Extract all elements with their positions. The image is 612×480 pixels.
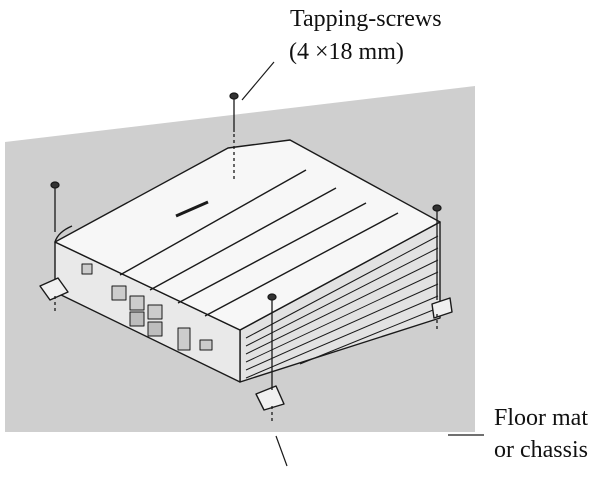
screws — [50, 92, 442, 422]
top-ridge — [149, 187, 337, 291]
floor-label-line1: Floor mat — [494, 405, 588, 431]
tapping-screw-icon — [432, 204, 442, 332]
floor-leader-line-lower — [275, 435, 288, 467]
rca-connector-icon — [129, 295, 145, 311]
rca-connector-icon — [147, 304, 163, 320]
rca-connector-icon — [111, 285, 127, 301]
amplifier-top — [54, 139, 441, 331]
logo-slot — [175, 200, 209, 218]
top-ridge — [119, 169, 307, 276]
rca-connector-icon — [199, 339, 213, 351]
mounting-foot-front — [255, 385, 285, 411]
screws-label-line2: (4 ×18 mm) — [289, 39, 404, 65]
rca-connector-icon — [147, 321, 163, 337]
amplifier — [39, 139, 453, 411]
floor-label-line2: or chassis — [494, 437, 588, 463]
tapping-screw-icon — [229, 92, 239, 182]
rca-connector-icon — [177, 327, 191, 351]
top-ridge — [177, 202, 367, 304]
mounting-foot-left — [39, 277, 69, 301]
screws-leader-line — [241, 61, 275, 101]
heatsink-fins — [245, 235, 439, 379]
front-connectors — [81, 263, 213, 351]
tapping-screw-icon — [267, 293, 277, 422]
screws-label-line1: Tapping-screws — [290, 6, 442, 32]
rca-connector-icon — [129, 311, 145, 327]
mounting-foot-right — [431, 297, 453, 319]
top-ridge — [204, 212, 399, 317]
tapping-screw-icon — [50, 181, 60, 312]
rca-connector-icon — [81, 263, 93, 275]
top-front-lip — [54, 225, 73, 243]
